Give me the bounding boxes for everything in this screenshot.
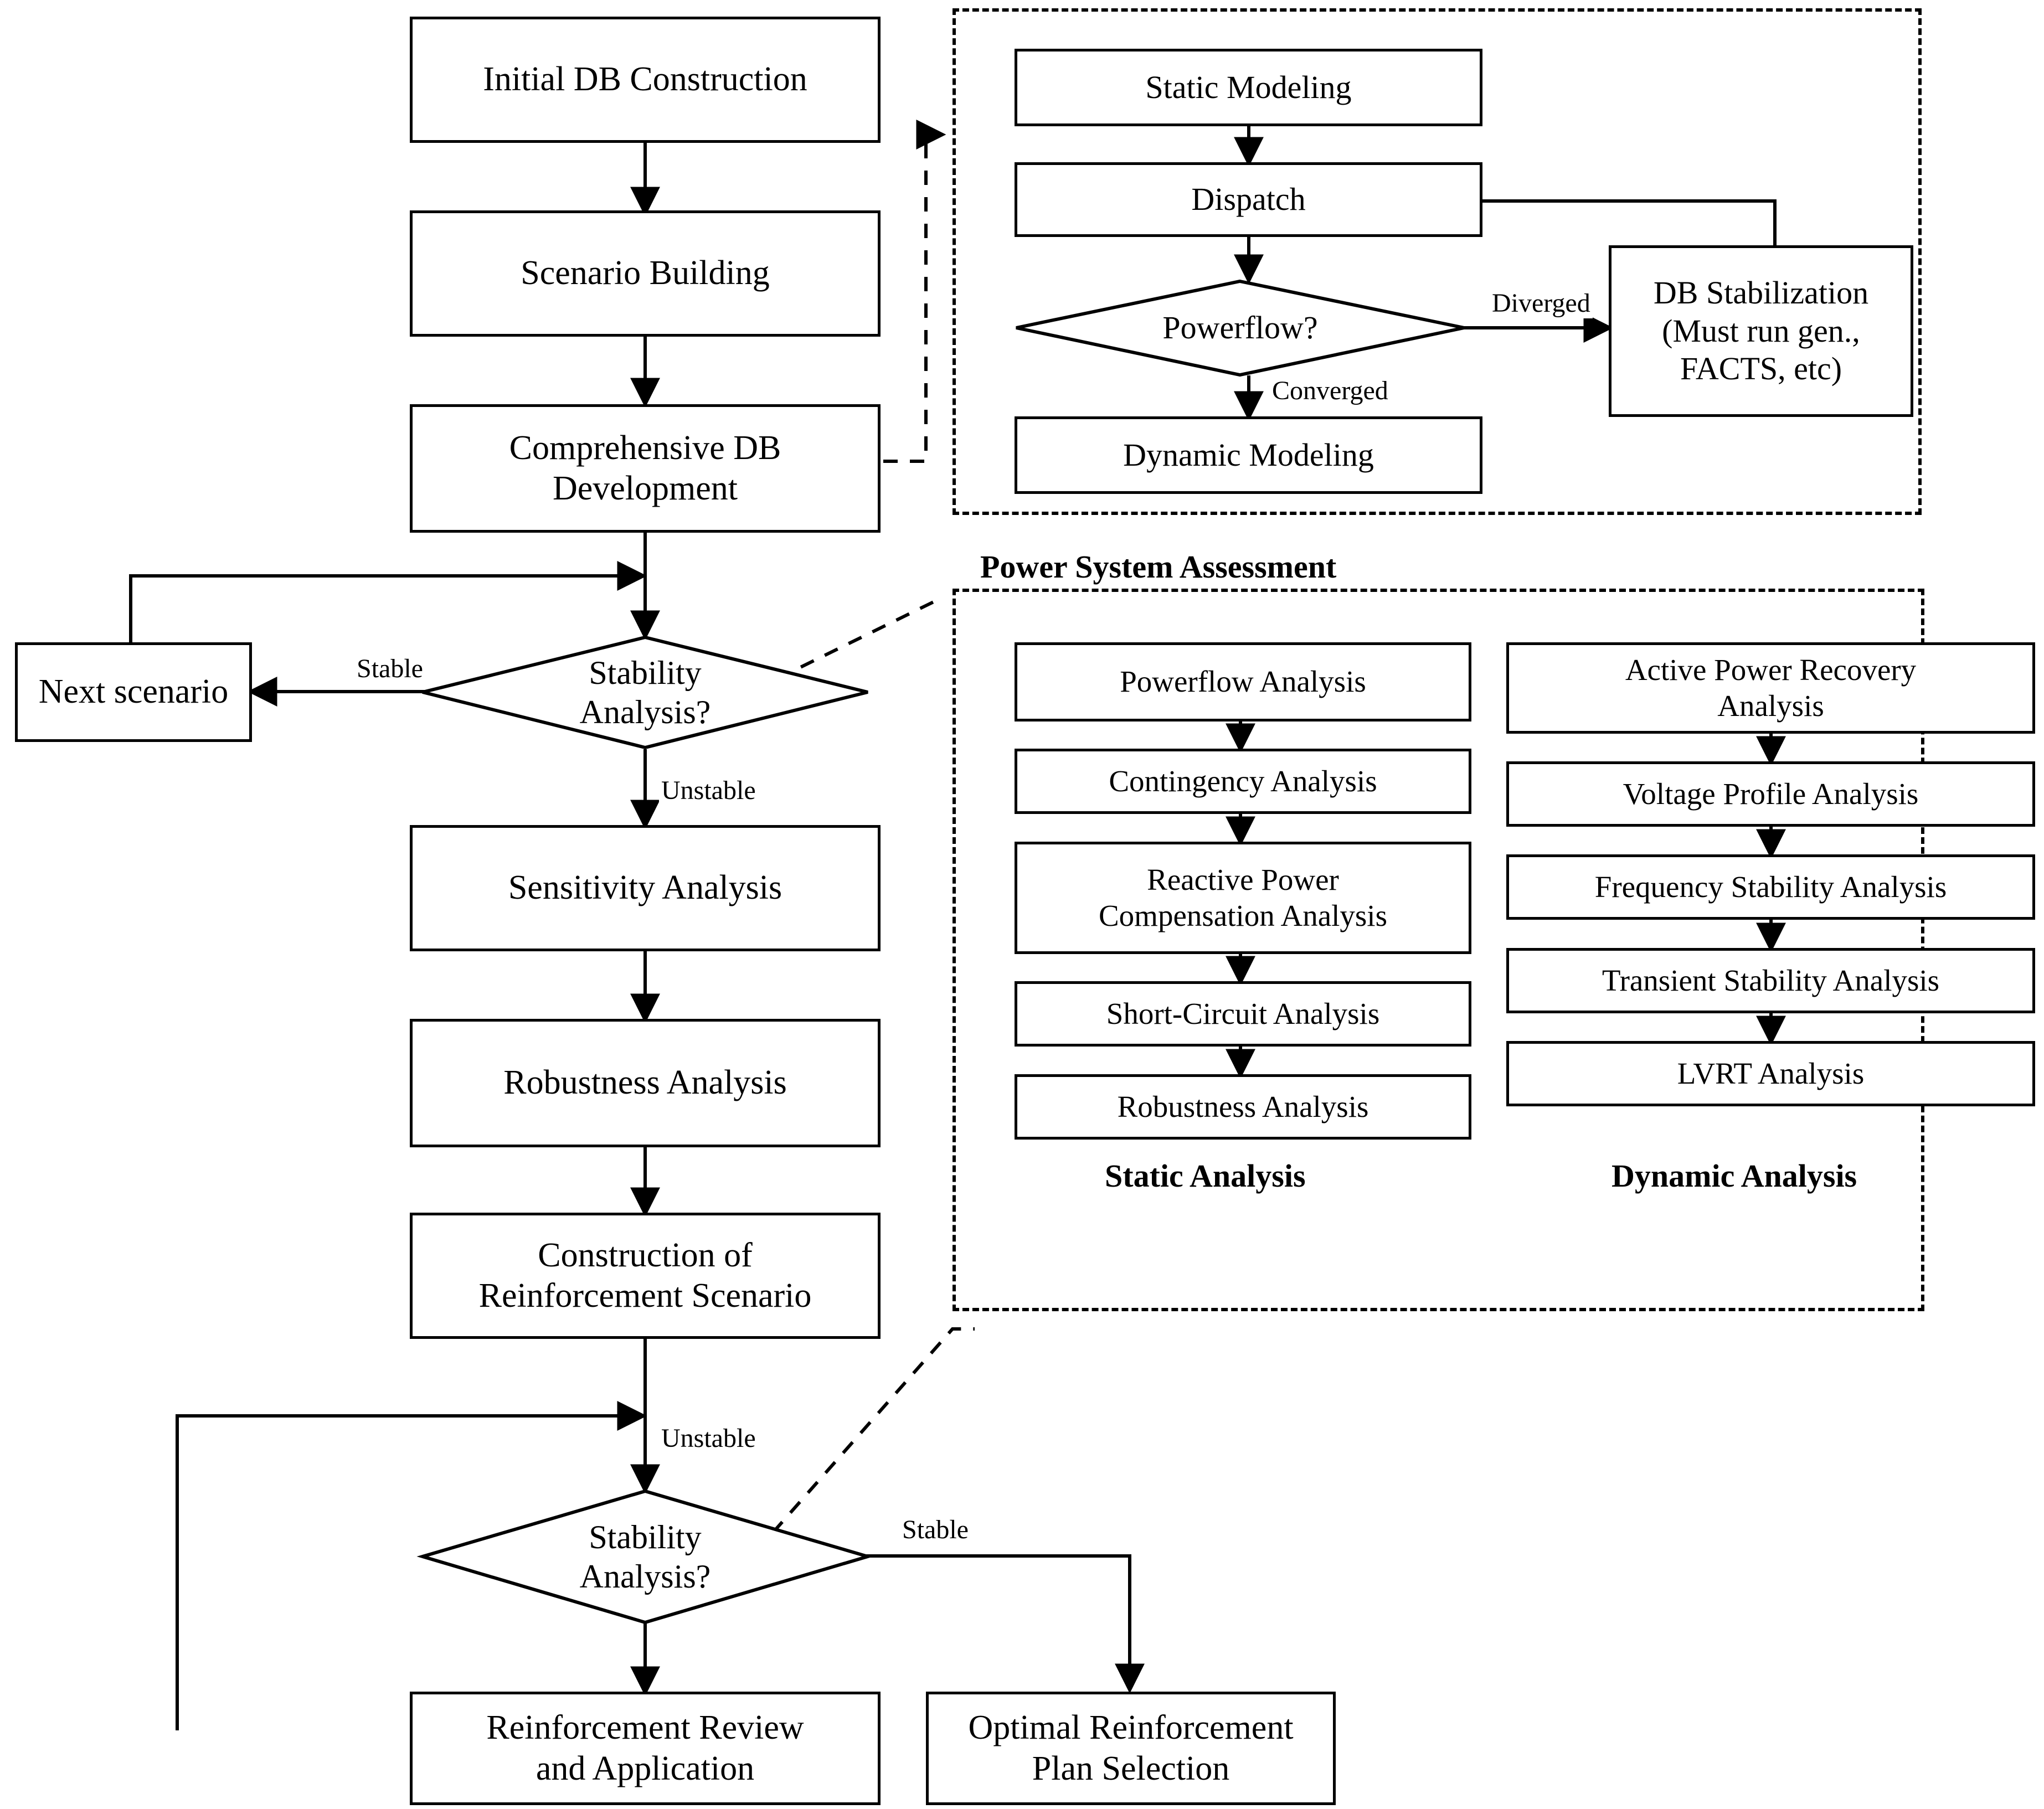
- node-optimal-reinforcement-plan-selection-label: Optimal Reinforcement Plan Selection: [968, 1709, 1294, 1787]
- node-dynamic-step-4-label: Transient Stability Analysis: [1602, 963, 1940, 997]
- node-dynamic-step-5-label: LVRT Analysis: [1677, 1056, 1865, 1090]
- node-static-modeling[interactable]: Static Modeling: [1015, 49, 1482, 126]
- node-static-step-4-label: Short-Circuit Analysis: [1106, 996, 1380, 1030]
- decision-powerflow[interactable]: Powerflow?: [1015, 279, 1466, 377]
- node-dynamic-step-4[interactable]: Transient Stability Analysis: [1506, 948, 2035, 1013]
- decision-powerflow-label: Powerflow?: [1162, 310, 1318, 346]
- edge-label-converged: Converged: [1270, 375, 1391, 406]
- node-dynamic-step-2-label: Voltage Profile Analysis: [1623, 776, 1919, 811]
- edge-label-stable-2: Stable: [900, 1514, 971, 1545]
- edge-label-unstable-1: Unstable: [659, 775, 758, 806]
- node-db-stabilization[interactable]: DB Stabilization (Must run gen., FACTS, …: [1609, 245, 1913, 417]
- node-construction-of-reinforcement-scenario[interactable]: Construction of Reinforcement Scenario: [410, 1213, 881, 1339]
- node-sensitivity-analysis[interactable]: Sensitivity Analysis: [410, 825, 881, 951]
- caption-power-system-assessment: Power System Assessment: [980, 549, 1337, 585]
- node-static-step-1[interactable]: Powerflow Analysis: [1015, 642, 1471, 721]
- callout-comprehensive-to-assessment: [883, 120, 946, 463]
- node-static-step-1-label: Powerflow Analysis: [1120, 664, 1366, 699]
- edge-stability2-stable: [831, 1554, 1145, 1694]
- node-dynamic-step-5[interactable]: LVRT Analysis: [1506, 1041, 2035, 1106]
- decision-stability-analysis-1-label: Stability Analysis?: [579, 654, 711, 730]
- node-dispatch[interactable]: Dispatch: [1015, 162, 1482, 237]
- node-construction-of-reinforcement-scenario-label: Construction of Reinforcement Scenario: [478, 1236, 812, 1315]
- node-scenario-building[interactable]: Scenario Building: [410, 210, 881, 337]
- node-static-step-5-label: Robustness Analysis: [1117, 1089, 1369, 1123]
- node-static-step-3-label: Reactive Power Compensation Analysis: [1099, 862, 1387, 932]
- edge-nextscenario-loopback: [129, 561, 647, 642]
- node-static-modeling-label: Static Modeling: [1145, 69, 1352, 105]
- node-optimal-reinforcement-plan-selection[interactable]: Optimal Reinforcement Plan Selection: [926, 1692, 1336, 1805]
- decision-stability-analysis-2-label: Stability Analysis?: [579, 1518, 711, 1595]
- node-db-stabilization-label: DB Stabilization (Must run gen., FACTS, …: [1653, 275, 1869, 387]
- node-next-scenario-label: Next scenario: [38, 673, 229, 711]
- node-dynamic-modeling-label: Dynamic Modeling: [1123, 436, 1374, 473]
- node-dynamic-step-1-label: Active Power Recovery Analysis: [1625, 652, 1917, 723]
- node-dynamic-step-3-label: Frequency Stability Analysis: [1594, 869, 1947, 904]
- node-dispatch-label: Dispatch: [1191, 181, 1306, 218]
- node-dynamic-step-2[interactable]: Voltage Profile Analysis: [1506, 761, 2035, 827]
- edge-label-stable-1: Stable: [354, 653, 425, 684]
- node-static-step-2[interactable]: Contingency Analysis: [1015, 749, 1471, 814]
- decision-stability-analysis-1[interactable]: Stability Analysis?: [421, 635, 869, 750]
- group-power-system-assessment: [953, 8, 1922, 515]
- node-static-step-3[interactable]: Reactive Power Compensation Analysis: [1015, 842, 1471, 954]
- node-initial-db-construction-label: Initial DB Construction: [483, 60, 807, 99]
- caption-dynamic-analysis: Dynamic Analysis: [1611, 1158, 1857, 1194]
- caption-static-analysis: Static Analysis: [1105, 1158, 1306, 1194]
- node-comprehensive-db-development-label: Comprehensive DB Development: [509, 429, 781, 507]
- node-initial-db-construction[interactable]: Initial DB Construction: [410, 17, 881, 143]
- node-static-step-4[interactable]: Short-Circuit Analysis: [1015, 981, 1471, 1047]
- node-dynamic-modeling[interactable]: Dynamic Modeling: [1015, 416, 1482, 494]
- node-static-step-2-label: Contingency Analysis: [1109, 764, 1377, 798]
- node-robustness-analysis-main-label: Robustness Analysis: [503, 1064, 787, 1102]
- node-scenario-building-label: Scenario Building: [521, 254, 770, 292]
- node-reinforcement-review-and-application-label: Reinforcement Review and Application: [486, 1709, 804, 1787]
- node-sensitivity-analysis-label: Sensitivity Analysis: [508, 869, 782, 907]
- node-next-scenario[interactable]: Next scenario: [15, 642, 252, 742]
- node-static-step-5[interactable]: Robustness Analysis: [1015, 1074, 1471, 1140]
- node-reinforcement-review-and-application[interactable]: Reinforcement Review and Application: [410, 1692, 881, 1805]
- decision-stability-analysis-2[interactable]: Stability Analysis?: [416, 1489, 874, 1625]
- node-dynamic-step-3[interactable]: Frequency Stability Analysis: [1506, 854, 2035, 920]
- edge-label-unstable-2: Unstable: [659, 1423, 758, 1454]
- node-dynamic-step-1[interactable]: Active Power Recovery Analysis: [1506, 642, 2035, 734]
- edge-label-diverged: Diverged: [1490, 288, 1593, 318]
- node-robustness-analysis-main[interactable]: Robustness Analysis: [410, 1019, 881, 1147]
- node-comprehensive-db-development[interactable]: Comprehensive DB Development: [410, 404, 881, 533]
